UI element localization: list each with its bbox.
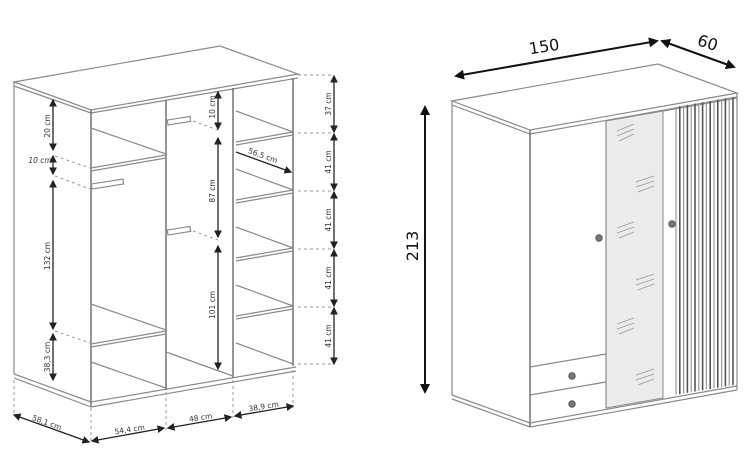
dim-label: 20 cm [43, 114, 52, 137]
mirror-door [605, 110, 664, 409]
drawer-divider [529, 381, 607, 396]
hanging-rail [90, 178, 125, 190]
interior-view: 20 cm 10 cm 132 cm 38,3 cm 10 cm 87 cm 1… [11, 45, 338, 444]
exterior-view: 150 60 213 [403, 31, 740, 428]
dim-label: 58,1 cm [31, 413, 63, 432]
dim-label: 41 cm [324, 208, 333, 231]
right-shelves [235, 110, 294, 365]
drawer-knob[interactable] [568, 372, 576, 380]
dim-label: 132 cm [43, 242, 52, 270]
mirror-reflection-marks [616, 123, 655, 386]
dim-label: 41 cm [324, 150, 333, 173]
depth-arrow [660, 39, 736, 69]
hanging-rail [166, 225, 192, 236]
dim-label: 87 cm [208, 179, 217, 202]
shelf [90, 154, 167, 169]
dim-label: 10 cm [208, 95, 217, 118]
hanging-rail [166, 115, 192, 126]
extension-lines [13, 74, 334, 442]
drawer-knob[interactable] [568, 400, 576, 408]
width-arrow [454, 37, 659, 80]
width-label: 150 [528, 35, 561, 59]
dimension-arrows [12, 74, 338, 444]
dim-label: 41 cm [324, 324, 333, 347]
dim-label: 101 cm [208, 291, 217, 319]
height-label: 213 [403, 231, 422, 262]
cabinet-top [11, 45, 301, 111]
drawer-top [529, 353, 607, 368]
dim-label: 38,3 cm [43, 342, 52, 373]
dim-label: 48 cm [188, 411, 212, 424]
dim-label: 10 cm [28, 156, 51, 165]
shelf [90, 330, 167, 345]
depth-label: 60 [695, 31, 720, 55]
door-knob[interactable] [668, 220, 676, 228]
slatted-door [675, 97, 734, 395]
door-knob[interactable] [595, 234, 603, 242]
dim-label: 37 cm [324, 92, 333, 115]
dim-label: 41 cm [324, 266, 333, 289]
